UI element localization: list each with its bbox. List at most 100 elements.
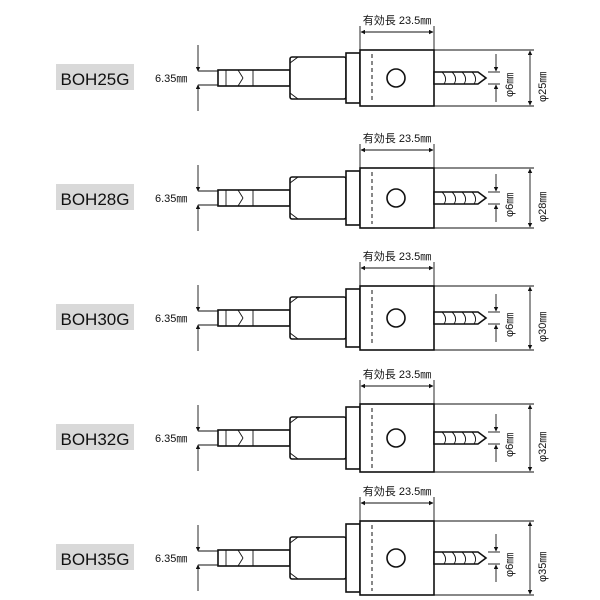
shank-diameter-label: 6.35㎜	[155, 553, 187, 565]
collar-chamfer	[289, 332, 299, 340]
set-screw-hole	[386, 68, 406, 88]
collar-chamfer	[289, 56, 299, 64]
drill-flute	[461, 71, 467, 85]
drill-flute	[471, 71, 477, 85]
collar-chamfer	[289, 92, 299, 100]
model-label: BOH35G	[61, 550, 130, 569]
hex-shank	[217, 549, 291, 567]
pilot-diameter-label: φ6㎜	[504, 193, 516, 217]
model-label: BOH32G	[61, 430, 130, 449]
drill-flute	[461, 551, 467, 565]
flange	[345, 406, 361, 470]
drill-flute	[471, 191, 477, 205]
hex-shank	[217, 309, 291, 327]
shank-groove	[237, 549, 244, 559]
pilot-diameter-label: φ6㎜	[504, 313, 516, 337]
drill-flute	[441, 71, 447, 85]
model-label: BOH25G	[61, 70, 130, 89]
collar-chamfer	[289, 452, 299, 460]
shank-groove	[237, 77, 244, 87]
model-label-bg	[56, 184, 134, 210]
flange	[345, 52, 361, 104]
model-label-bg	[56, 64, 134, 90]
collar	[289, 56, 347, 100]
drill-flute	[441, 551, 447, 565]
collar	[289, 536, 347, 580]
outer-diameter-label: φ25㎜	[537, 72, 549, 102]
drill-flute	[441, 311, 447, 325]
set-screw-hole	[386, 188, 406, 208]
collar	[289, 296, 347, 340]
effective-length-label: 有効長 23.5㎜	[363, 13, 431, 27]
drill-flute	[451, 191, 457, 205]
drill-flute	[461, 431, 467, 445]
drill-flute	[461, 311, 467, 325]
flange	[345, 523, 361, 593]
pilot-diameter-label: φ6㎜	[504, 553, 516, 577]
collar-chamfer	[289, 212, 299, 220]
outer-diameter-label: φ35㎜	[537, 552, 549, 582]
shank-groove	[237, 189, 244, 199]
shank-diameter-label: 6.35㎜	[155, 73, 187, 85]
drill-row: BOH25G 6.35㎜ φ6㎜ φ25㎜ 有効長 23.5㎜	[56, 13, 549, 111]
drill-flute	[451, 431, 457, 445]
pilot-drill	[433, 191, 488, 205]
set-screw-hole	[386, 428, 406, 448]
hex-shank	[217, 429, 291, 447]
collar-chamfer	[289, 296, 299, 304]
hex-shank	[217, 69, 291, 87]
model-label: BOH30G	[61, 310, 130, 329]
shank-groove	[237, 317, 244, 327]
collar-chamfer	[289, 536, 299, 544]
collar-chamfer	[289, 572, 299, 580]
flange	[345, 288, 361, 348]
collar	[289, 416, 347, 460]
set-screw-hole	[386, 548, 406, 568]
model-label: BOH28G	[61, 190, 130, 209]
pilot-diameter-label: φ6㎜	[504, 433, 516, 457]
model-label-bg	[56, 304, 134, 330]
drill-flute	[451, 71, 457, 85]
drill-flute	[451, 311, 457, 325]
collar	[289, 176, 347, 220]
hex-shank	[217, 189, 291, 207]
effective-length-label: 有効長 23.5㎜	[363, 484, 431, 498]
pilot-drill	[433, 551, 488, 565]
pilot-diameter-label: φ6㎜	[504, 73, 516, 97]
drill-flute	[451, 551, 457, 565]
shank-groove	[237, 429, 244, 439]
pilot-drill	[433, 431, 488, 445]
effective-length-label: 有効長 23.5㎜	[363, 131, 431, 145]
effective-length-label: 有効長 23.5㎜	[363, 249, 431, 263]
drill-flute	[441, 191, 447, 205]
shank-groove	[237, 69, 244, 79]
outer-diameter-label: φ30㎜	[537, 312, 549, 342]
set-screw-hole	[386, 308, 406, 328]
shank-groove	[237, 557, 244, 567]
drill-flute	[471, 551, 477, 565]
drill-row: BOH35G 6.35㎜ φ6㎜ φ35㎜ 有効長 23.5㎜	[56, 484, 549, 596]
shank-diameter-label: 6.35㎜	[155, 433, 187, 445]
outer-diameter-label: φ28㎜	[537, 192, 549, 222]
drill-flute	[441, 431, 447, 445]
shank-diameter-label: 6.35㎜	[155, 313, 187, 325]
effective-length-label: 有効長 23.5㎜	[363, 367, 431, 381]
drill-flute	[471, 431, 477, 445]
drill-row: BOH32G 6.35㎜ φ6㎜ φ32㎜ 有効長 23.5㎜	[56, 367, 549, 473]
drill-flute	[461, 191, 467, 205]
model-label-bg	[56, 424, 134, 450]
flange	[345, 170, 361, 226]
drill-row: BOH28G 6.35㎜ φ6㎜ φ28㎜ 有効長 23.5㎜	[56, 131, 549, 231]
pilot-drill	[433, 71, 488, 85]
collar-chamfer	[289, 176, 299, 184]
drill-row: BOH30G 6.35㎜ φ6㎜ φ30㎜ 有効長 23.5㎜	[56, 249, 549, 351]
shank-diameter-label: 6.35㎜	[155, 193, 187, 205]
shank-groove	[237, 309, 244, 319]
outer-diameter-label: φ32㎜	[537, 432, 549, 462]
shank-groove	[237, 437, 244, 447]
collar-chamfer	[289, 416, 299, 424]
shank-groove	[237, 197, 244, 207]
model-label-bg	[56, 544, 134, 570]
pilot-drill	[433, 311, 488, 325]
